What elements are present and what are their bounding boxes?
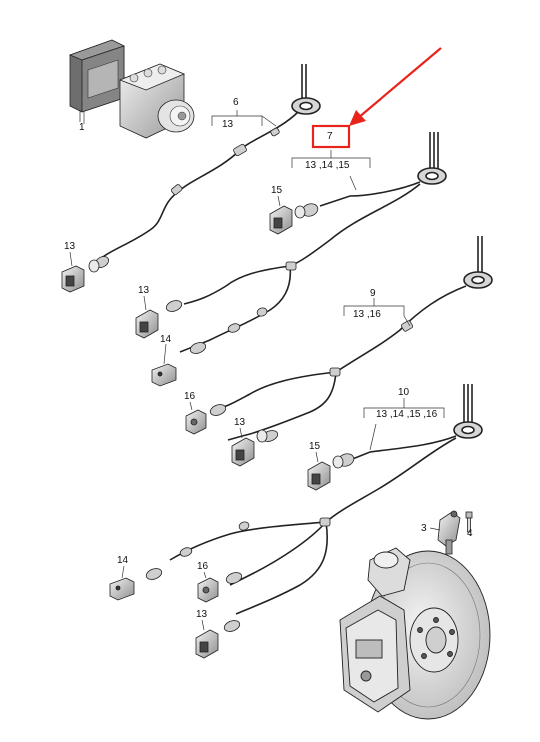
connector-label-14-b: 14 xyxy=(117,555,129,566)
connector-plug-13-c xyxy=(231,437,255,467)
connector-label-13-d: 13 xyxy=(196,609,208,620)
part-number-9: 9 xyxy=(370,288,376,299)
connector-plug-16-a xyxy=(185,409,207,435)
connector-plug-16-b xyxy=(197,577,219,603)
bracket-label-9: 13 ,16 xyxy=(353,309,381,320)
part-number-4: 4 xyxy=(467,528,473,539)
part-number-1: 1 xyxy=(79,122,85,133)
connector-label-14-a: 14 xyxy=(160,334,172,345)
leader-lines xyxy=(69,110,471,631)
harness-7-fittings xyxy=(165,203,319,354)
bracket-label-10: 13 ,14 ,15 ,16 xyxy=(376,409,438,420)
connector-plug-14-a xyxy=(151,363,177,387)
abs-control-unit xyxy=(68,39,195,139)
bolt-4 xyxy=(465,511,473,533)
connector-label-16-a: 16 xyxy=(184,391,196,402)
harness-9 xyxy=(211,236,493,441)
connector-plug-15-a xyxy=(269,205,293,235)
harness-10-fittings xyxy=(145,453,355,632)
harness-9-fittings xyxy=(209,320,413,443)
highlight-callout xyxy=(311,47,442,149)
brake-disc-assembly xyxy=(339,547,491,720)
harness-7 xyxy=(179,132,447,353)
speed-sensor-3 xyxy=(437,510,461,555)
connector-plug-13-b xyxy=(135,309,159,339)
connector-label-13-b: 13 xyxy=(138,285,150,296)
connector-label-15-b: 15 xyxy=(309,441,321,452)
bracket-label-7: 13 ,14 ,15 xyxy=(305,160,350,171)
connector-plug-15-b xyxy=(307,461,331,491)
part-number-6: 6 xyxy=(233,97,239,108)
connector-label-13-c: 13 xyxy=(234,417,246,428)
connector-label-13-a: 13 xyxy=(64,241,76,252)
part-number-3: 3 xyxy=(421,523,427,534)
part-number-7: 7 xyxy=(327,131,333,142)
part-number-10: 10 xyxy=(398,387,410,398)
connector-label-16-b: 16 xyxy=(197,561,209,572)
connector-plug-13-a xyxy=(61,265,85,293)
connector-plug-14-b xyxy=(109,577,135,601)
connector-label-15-a: 15 xyxy=(271,185,283,196)
connector-plug-13-d xyxy=(195,629,219,659)
bracket-label-6: 13 xyxy=(222,119,234,130)
harness-6-fittings xyxy=(88,127,280,273)
